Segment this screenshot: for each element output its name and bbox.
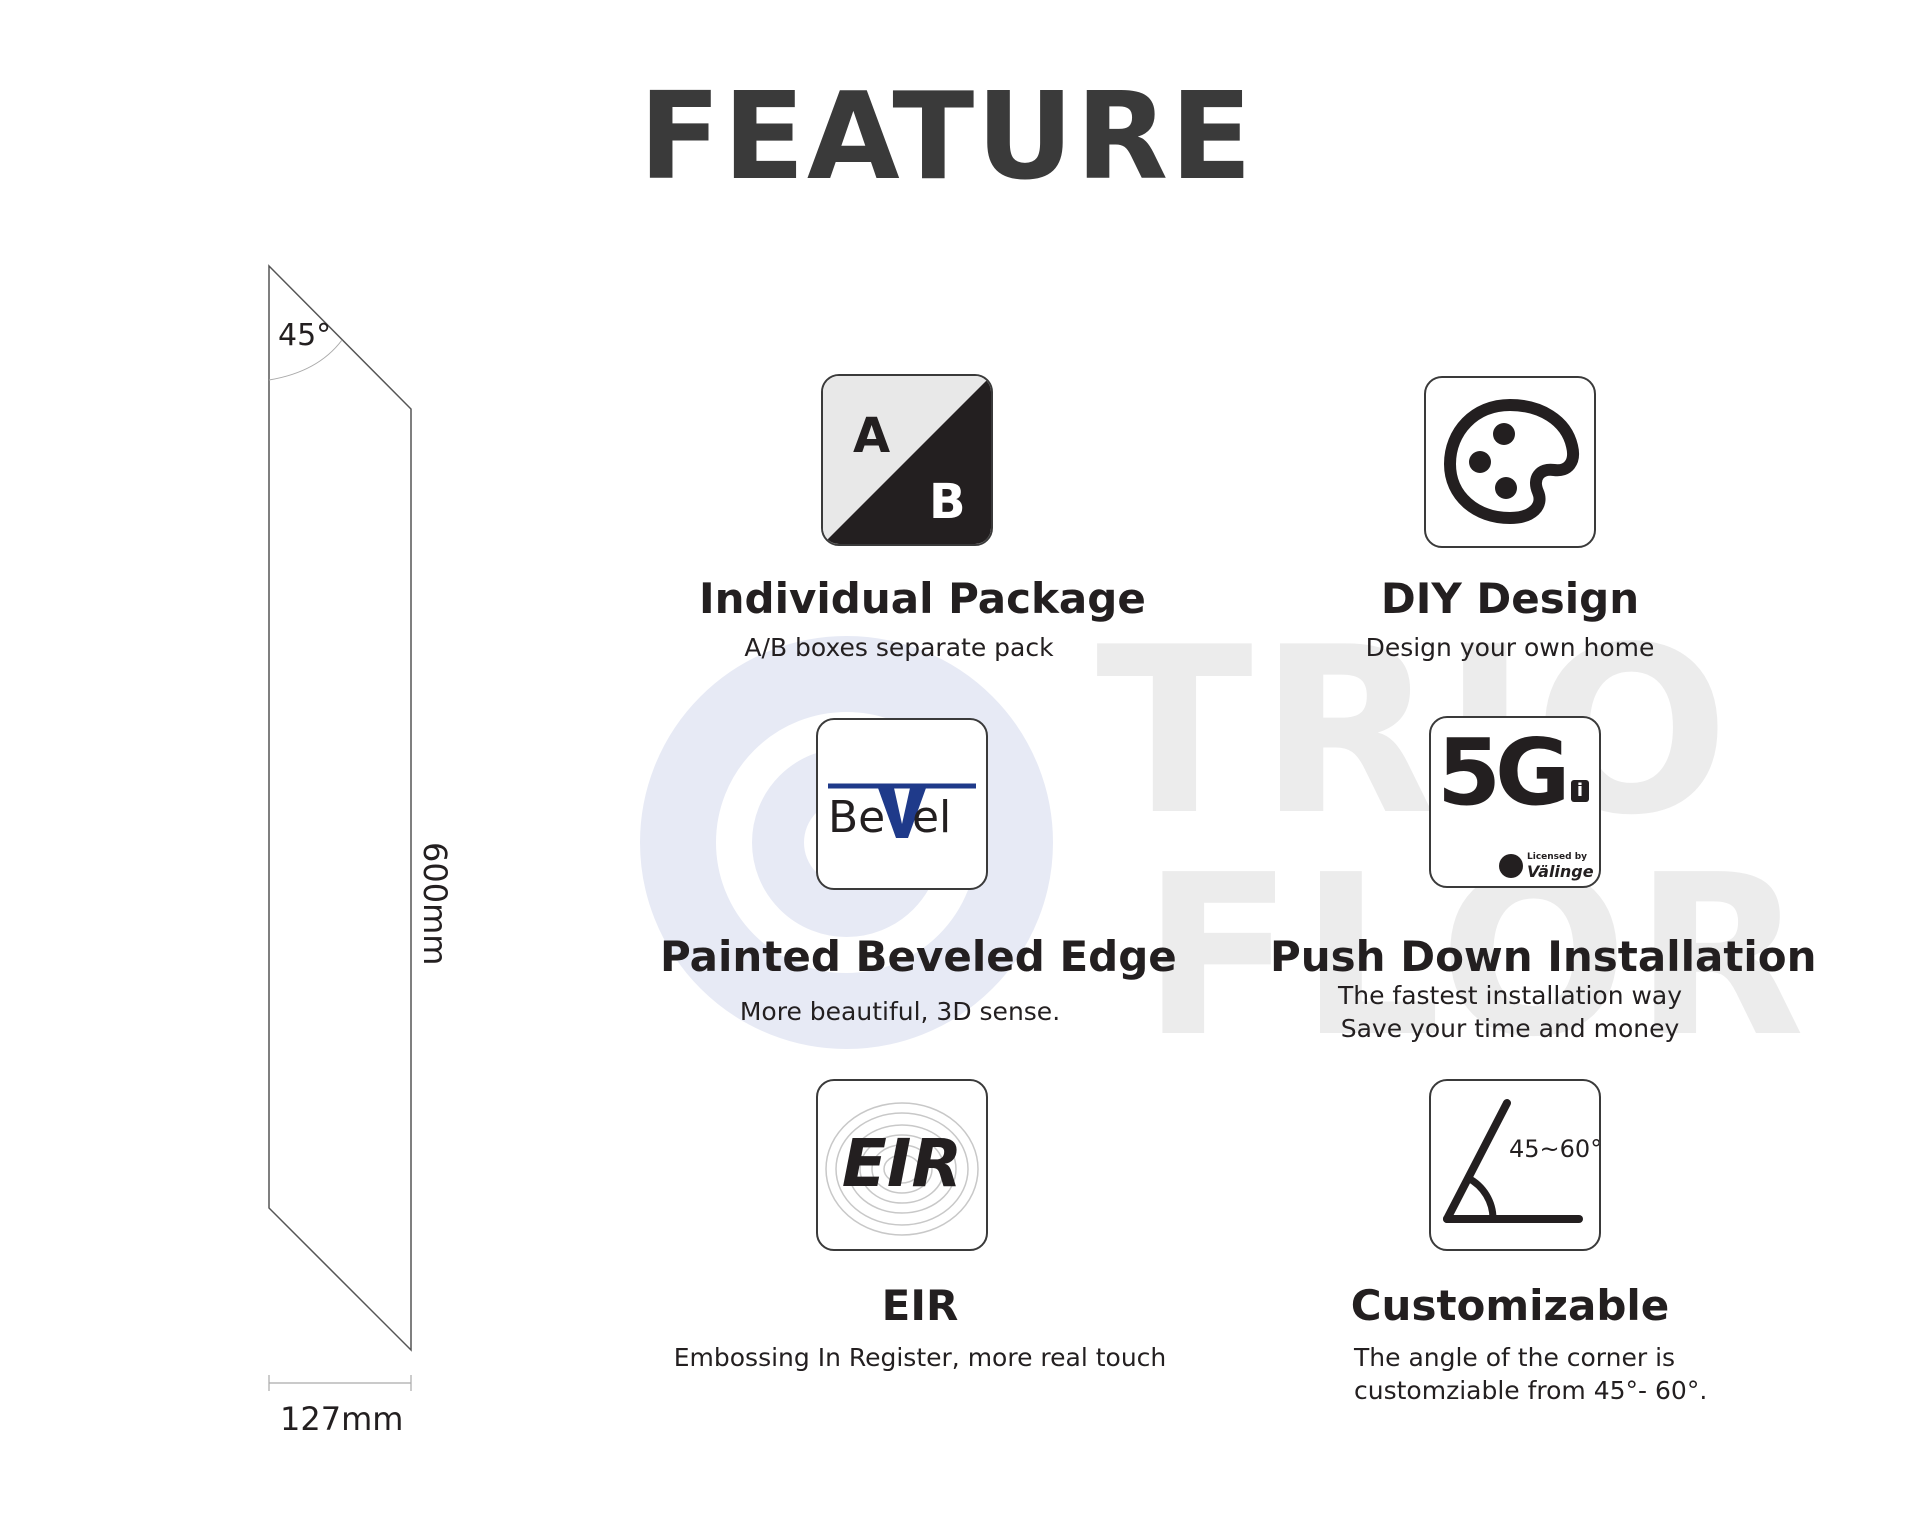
angle-icon: 45~60° (1429, 1079, 1601, 1251)
length-label: 600mm (416, 842, 454, 966)
feature-desc-customizable-line2: customziable from 45°- 60°. (1354, 1376, 1708, 1405)
5g-logo-sub: i (1571, 780, 1589, 802)
ab-letter-b: B (929, 474, 966, 530)
page-title: FEATURE (638, 68, 1255, 207)
valinge-licensed-label: Licensed by (1527, 852, 1588, 862)
bevel-logo-text: BeVel (828, 792, 952, 843)
5g-logo-text: 5G (1437, 719, 1571, 826)
feature-desc-eir: Embossing In Register, more real touch (673, 1343, 1167, 1372)
valinge-brand-label: Välinge (1527, 862, 1594, 881)
eir-logo-text: EIR (841, 1125, 963, 1202)
ab-letter-a: A (853, 408, 891, 464)
ab-box-icon: A B (821, 374, 993, 546)
plank-outline (268, 264, 412, 1352)
palette-icon (1424, 376, 1596, 548)
feature-desc-customizable-line1: The angle of the corner is (1354, 1343, 1676, 1372)
bevel-logo-icon: BeVel (816, 718, 988, 890)
feature-title-customizable: Customizable (1350, 1281, 1670, 1330)
feature-title-push-down-installation: Push Down Installation (1270, 932, 1817, 981)
feature-desc-push-down-line2: Save your time and money (1340, 1014, 1680, 1043)
angle-label: 45° (278, 318, 332, 353)
feature-desc-push-down-line1: The fastest installation way (1337, 981, 1683, 1010)
feature-title-individual-package: Individual Package (699, 574, 1146, 623)
feature-title-eir: EIR (881, 1281, 959, 1330)
feature-title-painted-beveled-edge: Painted Beveled Edge (660, 932, 1177, 981)
feature-desc-painted-beveled-edge: More beautiful, 3D sense. (739, 997, 1061, 1026)
5gi-logo-icon: 5G i Licensed by Välinge (1429, 716, 1601, 888)
feature-title-diy-design: DIY Design (1380, 574, 1640, 623)
plank-diagram (268, 264, 412, 1391)
watermark-trio: TRIO (1096, 599, 1736, 866)
angle-range-label: 45~60° (1509, 1135, 1601, 1163)
eir-fingerprint-icon: EIR (816, 1079, 988, 1251)
width-label: 127mm (280, 1400, 404, 1438)
feature-desc-individual-package: A/B boxes separate pack (744, 633, 1054, 662)
valinge-mark-icon (1499, 854, 1523, 878)
feature-desc-diy-design: Design your own home (1365, 633, 1655, 662)
angle-arc (268, 339, 343, 381)
